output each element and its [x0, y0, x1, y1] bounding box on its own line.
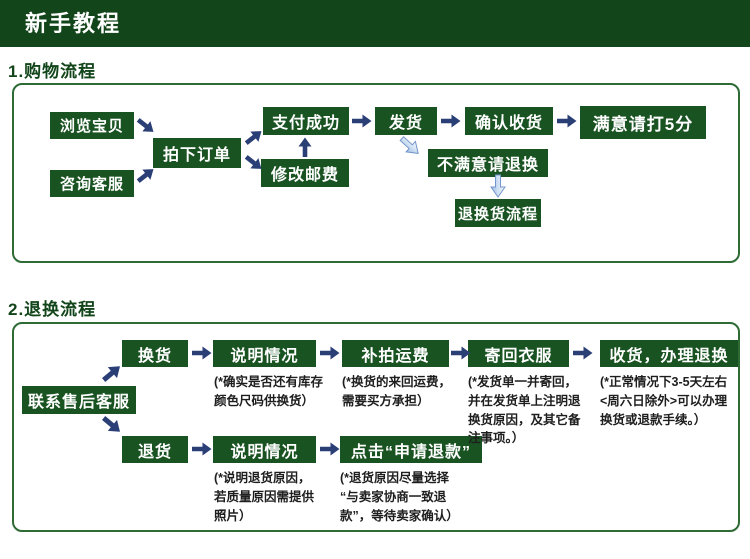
- flow-node-receive-process: 收货，办理退换: [600, 340, 738, 367]
- page-title: 新手教程: [25, 11, 122, 36]
- arrow-right-icon: [441, 114, 461, 128]
- flow-node-return-process: 退换货流程: [455, 199, 541, 227]
- flow-node-explain-return: 说明情况: [213, 436, 316, 463]
- flow-node-pay-success: 支付成功: [263, 107, 349, 135]
- flow-node-exchange: 换货: [122, 340, 188, 367]
- arrow-right-icon: [320, 442, 340, 456]
- flow-node-rate-five: 满意请打5分: [580, 106, 706, 139]
- flow-node-contact-service: 联系售后客服: [22, 386, 136, 414]
- note-click-refund: (*退货原因尽量选择 “与卖家协商一致退 款”，等待卖家确认）: [340, 471, 459, 523]
- flow-node-place-order: 拍下订单: [153, 138, 241, 168]
- flow-node-ship: 发货: [375, 107, 437, 135]
- flow-node-consult: 咨询客服: [50, 170, 134, 197]
- section-title-shopping: 1.购物流程: [8, 62, 97, 81]
- flow-node-return-goods: 退货: [122, 436, 188, 463]
- flow-node-confirm-receipt: 确认收货: [465, 107, 553, 135]
- note-explain-return: (*说明退货原因， 若质量原因需提供 照片）: [214, 471, 315, 523]
- arrow-right-icon: [573, 346, 593, 360]
- section-title-returns: 2.退换流程: [8, 300, 97, 319]
- flow-node-reship-fee: 补拍运费: [342, 340, 449, 367]
- arrow-right-icon: [557, 114, 577, 128]
- note-send-back: (*发货单一并寄回， 并在发货单上注明退 换货原因，及其它备 注事项。）: [468, 375, 581, 446]
- note-reship-fee: (*换货的来回运费， 需要买方承担）: [342, 375, 452, 408]
- arrow-right-icon: [192, 442, 212, 456]
- flow-node-explain-exchange: 说明情况: [213, 340, 316, 367]
- arrow-right-icon: [192, 346, 212, 360]
- arrow-up-icon: [298, 137, 312, 157]
- flow-node-unsatisfied: 不满意请退换: [428, 149, 548, 177]
- flow-node-send-back: 寄回衣服: [468, 340, 569, 367]
- flow-node-click-refund: 点击“申请退款”: [340, 436, 482, 463]
- arrow-right-icon: [320, 346, 340, 360]
- flow-node-browse: 浏览宝贝: [50, 112, 134, 139]
- page-header: 新手教程: [0, 0, 750, 47]
- glossy-arrow-down-icon: [490, 174, 506, 198]
- arrow-right-icon: [352, 114, 372, 128]
- note-explain-exchange: (*确实是否还有库存 颜色尺码供换货）: [214, 375, 324, 408]
- arrow-right-icon: [451, 346, 471, 360]
- flow-node-modify-postage: 修改邮费: [261, 159, 349, 187]
- note-receive-process: (*正常情况下3-5天左右 <周六日除外>可以办理 换货或退款手续。）: [600, 375, 728, 427]
